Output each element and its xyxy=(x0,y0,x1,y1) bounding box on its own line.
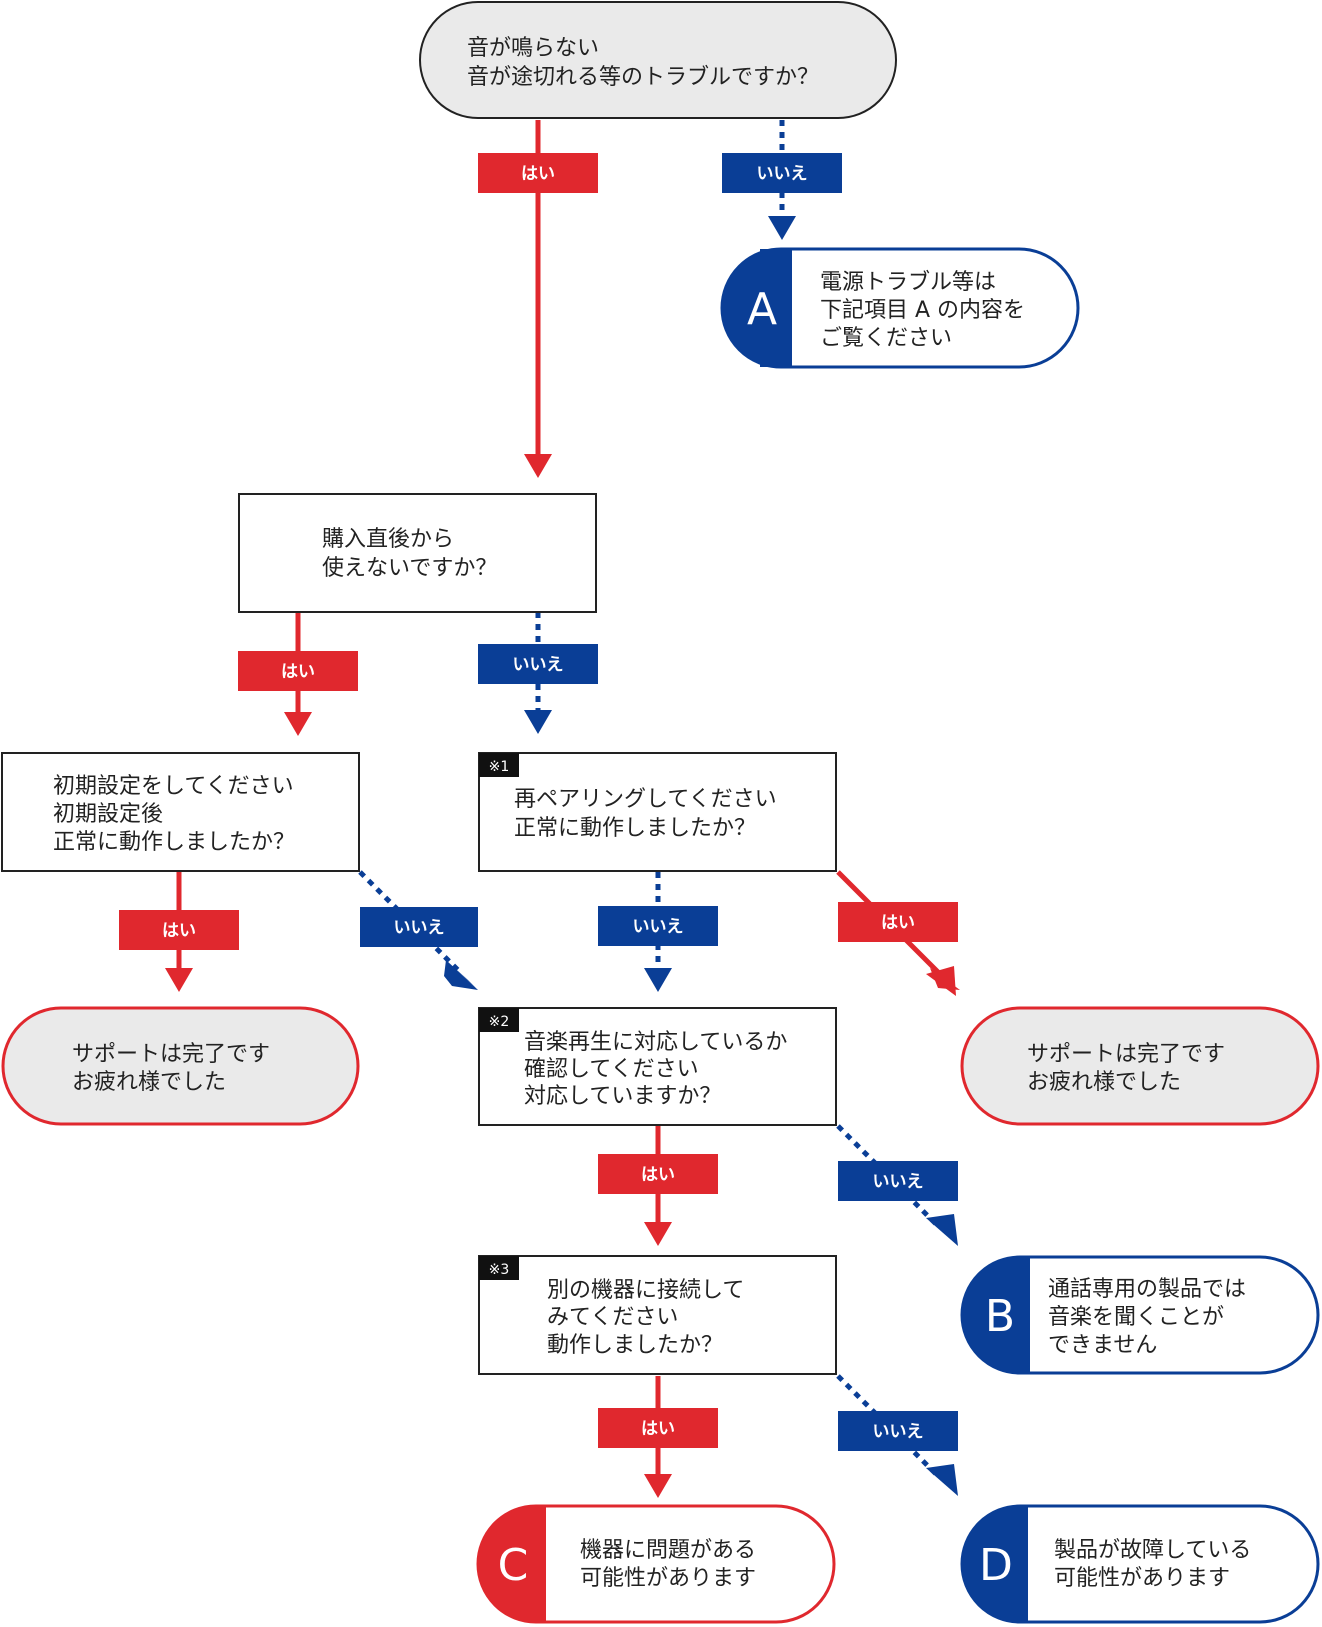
svg-text:音楽を聞くことが: 音楽を聞くことが xyxy=(1048,1305,1224,1330)
question-repairing: ※1 再ペアリングしてください 正常に動作しましたか？ xyxy=(478,752,837,872)
svg-text:音楽再生に対応しているか: 音楽再生に対応しているか xyxy=(524,1030,787,1055)
label-initial-yes: はい xyxy=(119,910,239,950)
label-purchase-yes: はい xyxy=(238,651,358,691)
svg-text:サポートは完了です: サポートは完了です xyxy=(72,1042,270,1067)
svg-text:再ペアリングしてください: 再ペアリングしてください xyxy=(514,787,777,812)
label-music-no: いいえ xyxy=(838,1161,958,1201)
svg-text:対応していますか？: 対応していますか？ xyxy=(524,1084,721,1109)
end-node-right: サポートは完了です お疲れ様でした xyxy=(960,1006,1320,1126)
svg-text:※2: ※2 xyxy=(489,1014,510,1030)
svg-text:電源トラブル等は: 電源トラブル等は xyxy=(820,270,996,295)
svg-text:B: B xyxy=(985,1291,1015,1342)
result-d-node: D 製品が故障している 可能性があります xyxy=(960,1504,1320,1624)
svg-text:お疲れ様でした: お疲れ様でした xyxy=(1027,1070,1181,1095)
label-start-no: いいえ xyxy=(722,153,842,193)
svg-text:可能性があります: 可能性があります xyxy=(580,1566,756,1591)
svg-text:通話専用の製品では: 通話専用の製品では xyxy=(1048,1277,1246,1302)
svg-text:C: C xyxy=(498,1540,529,1591)
svg-text:音が鳴らない: 音が鳴らない xyxy=(467,36,599,61)
svg-text:いいえ: いいえ xyxy=(513,655,564,675)
svg-text:お疲れ様でした: お疲れ様でした xyxy=(72,1070,226,1095)
svg-text:サポートは完了です: サポートは完了です xyxy=(1027,1042,1225,1067)
svg-text:正常に動作しましたか？: 正常に動作しましたか？ xyxy=(514,816,756,841)
svg-text:A: A xyxy=(747,284,777,335)
svg-text:初期設定をしてください: 初期設定をしてください xyxy=(53,774,294,799)
svg-text:※1: ※1 xyxy=(489,759,510,775)
svg-text:使えないですか？: 使えないですか？ xyxy=(322,556,497,581)
svg-text:機器に問題がある: 機器に問題がある xyxy=(580,1538,756,1563)
label-initial-no: いいえ xyxy=(360,907,478,947)
edge-other-no xyxy=(836,1374,958,1496)
svg-text:いいえ: いいえ xyxy=(873,1172,924,1192)
question-purchase: 購入直後から 使えないですか？ xyxy=(238,493,597,613)
end-node-left: サポートは完了です お疲れ様でした xyxy=(1,1006,360,1126)
svg-text:みてください: みてください xyxy=(547,1305,678,1330)
result-c-node: C 機器に問題がある 可能性があります xyxy=(476,1504,836,1624)
svg-text:できません: できません xyxy=(1048,1333,1157,1358)
svg-text:ご覧ください: ご覧ください xyxy=(820,326,952,351)
svg-text:いいえ: いいえ xyxy=(394,918,445,938)
svg-text:可能性があります: 可能性があります xyxy=(1054,1566,1230,1591)
svg-text:製品が故障している: 製品が故障している xyxy=(1054,1538,1251,1563)
svg-text:音が途切れる等のトラブルですか？: 音が途切れる等のトラブルですか？ xyxy=(467,65,819,90)
svg-text:初期設定後: 初期設定後 xyxy=(53,802,163,827)
svg-text:いいえ: いいえ xyxy=(633,917,684,937)
label-start-yes: はい xyxy=(478,153,598,193)
svg-text:いいえ: いいえ xyxy=(873,1422,924,1442)
edge-initial-no xyxy=(358,870,478,990)
svg-text:※3: ※3 xyxy=(489,1262,510,1278)
svg-text:動作しましたか？: 動作しましたか？ xyxy=(547,1333,723,1358)
svg-text:確認してください: 確認してください xyxy=(524,1057,699,1082)
svg-text:D: D xyxy=(979,1540,1013,1591)
label-repair-yes: はい xyxy=(838,902,958,942)
question-other-device: ※3 別の機器に接続して みてください 動作しましたか？ xyxy=(478,1255,837,1375)
label-other-no: いいえ xyxy=(838,1411,958,1451)
svg-text:購入直後から: 購入直後から xyxy=(322,527,454,552)
edge-music-no xyxy=(836,1124,958,1246)
svg-text:はい: はい xyxy=(641,1419,675,1439)
result-a-node: A 電源トラブル等は 下記項目 A の内容を ご覧ください xyxy=(720,247,1080,369)
question-initial-setup: 初期設定をしてください 初期設定後 正常に動作しましたか？ xyxy=(1,752,360,872)
svg-text:はい: はい xyxy=(281,662,315,682)
start-node: 音が鳴らない 音が途切れる等のトラブルですか？ xyxy=(419,1,897,119)
svg-text:いいえ: いいえ xyxy=(757,164,808,184)
svg-text:下記項目 A の内容を: 下記項目 A の内容を xyxy=(820,298,1025,323)
svg-text:はい: はい xyxy=(521,164,555,184)
label-repair-no: いいえ xyxy=(598,906,718,946)
label-music-yes: はい xyxy=(598,1154,718,1194)
svg-text:はい: はい xyxy=(162,921,196,941)
svg-text:別の機器に接続して: 別の機器に接続して xyxy=(547,1278,744,1303)
svg-text:はい: はい xyxy=(881,913,915,933)
result-b-node: B 通話専用の製品では 音楽を聞くことが できません xyxy=(960,1255,1320,1375)
label-other-yes: はい xyxy=(598,1408,718,1448)
label-purchase-no: いいえ xyxy=(478,644,598,684)
question-music: ※2 音楽再生に対応しているか 確認してください 対応していますか？ xyxy=(478,1007,837,1126)
svg-text:はい: はい xyxy=(641,1165,675,1185)
svg-text:正常に動作しましたか？: 正常に動作しましたか？ xyxy=(53,830,295,855)
